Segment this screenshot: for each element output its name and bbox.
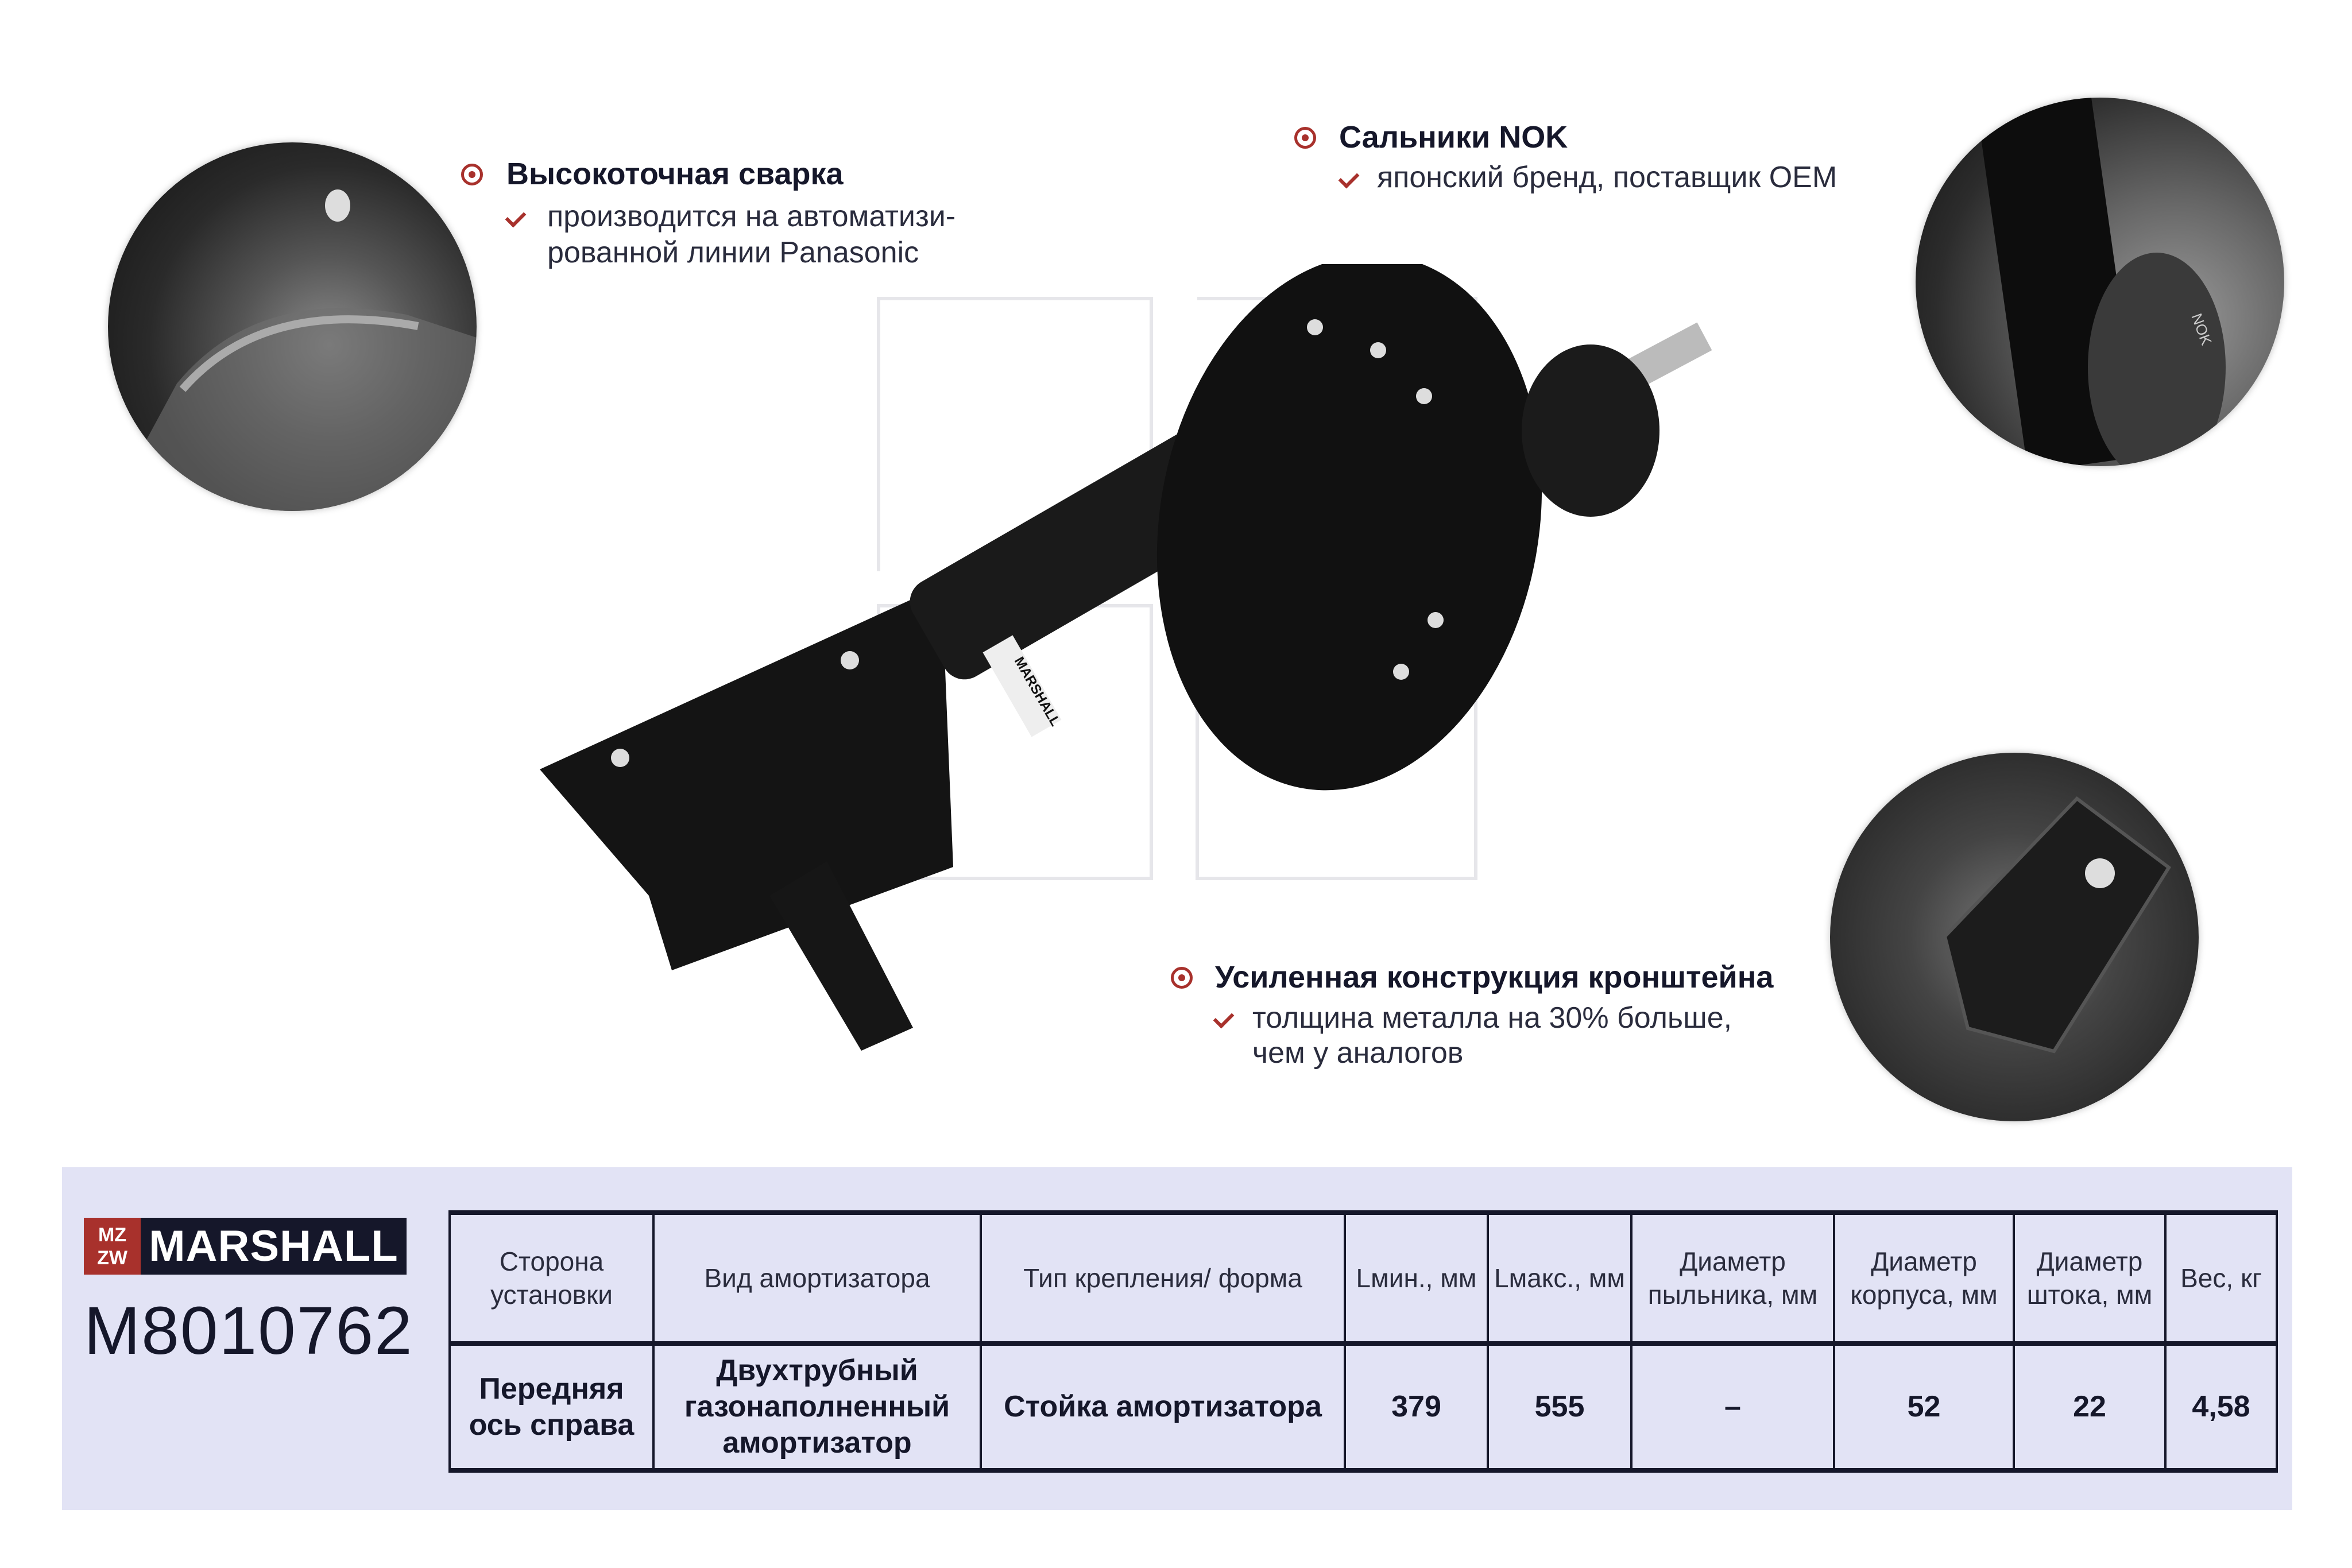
callout-title-seals: Сальники NOK [1339, 120, 1568, 154]
header-lmax: Lмакс., мм [1487, 1211, 1633, 1345]
value-type: Двухтрубный газонаполненный амортизатор [652, 1342, 982, 1472]
header-mount: Тип крепления/ форма [980, 1211, 1346, 1345]
callout-bullet-icon [1294, 127, 1316, 149]
callout-bullet-icon [1171, 967, 1193, 989]
callout-text-welding-2: рованной линии Panasonic [547, 236, 919, 269]
spec-table-header: Сторона установки Вид амортизатора Тип к… [448, 1211, 2278, 1345]
callout-text-bracket-2: чем у аналогов [1252, 1036, 1464, 1070]
welding-detail-image [108, 142, 477, 511]
spec-table-row: Передняя ось справа Двухтрубный газонапо… [448, 1342, 2278, 1472]
bracket-detail-image [1830, 753, 2199, 1121]
callout-text-welding-1: производится на автоматизи- [547, 200, 956, 233]
part-number: M8010762 [84, 1293, 413, 1369]
header-weight: Вес, кг [2164, 1211, 2278, 1345]
brand-name: MARSHALL [149, 1222, 399, 1271]
header-boot-diameter: Диаметр пыльника, мм [1630, 1211, 1835, 1345]
value-lmin: 379 [1344, 1342, 1489, 1472]
spec-table: Сторона установки Вид амортизатора Тип к… [448, 1210, 2278, 1473]
seal-detail-image: NOK [1916, 98, 2284, 466]
check-icon [505, 206, 527, 228]
header-body-diameter: Диаметр корпуса, мм [1833, 1211, 2015, 1345]
header-rod-diameter: Диаметр штока, мм [2013, 1211, 2167, 1345]
value-rod-diameter: 22 [2013, 1342, 2167, 1472]
header-side: Сторона установки [448, 1211, 655, 1345]
check-icon [1338, 167, 1360, 189]
value-weight: 4,58 [2164, 1342, 2278, 1472]
value-mount: Стойка амортизатора [980, 1342, 1346, 1472]
value-body-diameter: 52 [1833, 1342, 2015, 1472]
callout-text-seals-1: японский бренд, поставщик OEM [1377, 161, 1838, 194]
callout-title-bracket: Усиленная конструкция кронштейна [1215, 960, 1774, 994]
value-side: Передняя ось справа [448, 1342, 655, 1472]
shock-absorber-image: MARSHALL [540, 264, 1712, 1051]
header-type: Вид амортизатора [652, 1211, 982, 1345]
value-boot-diameter: – [1630, 1342, 1835, 1472]
callout-title-welding: Высокоточная сварка [506, 157, 844, 191]
header-lmin: Lмин., мм [1344, 1211, 1489, 1345]
callout-bullet-icon [461, 164, 483, 185]
value-lmax: 555 [1487, 1342, 1633, 1472]
callout-text-bracket-1: толщина металла на 30% больше, [1252, 1001, 1732, 1035]
